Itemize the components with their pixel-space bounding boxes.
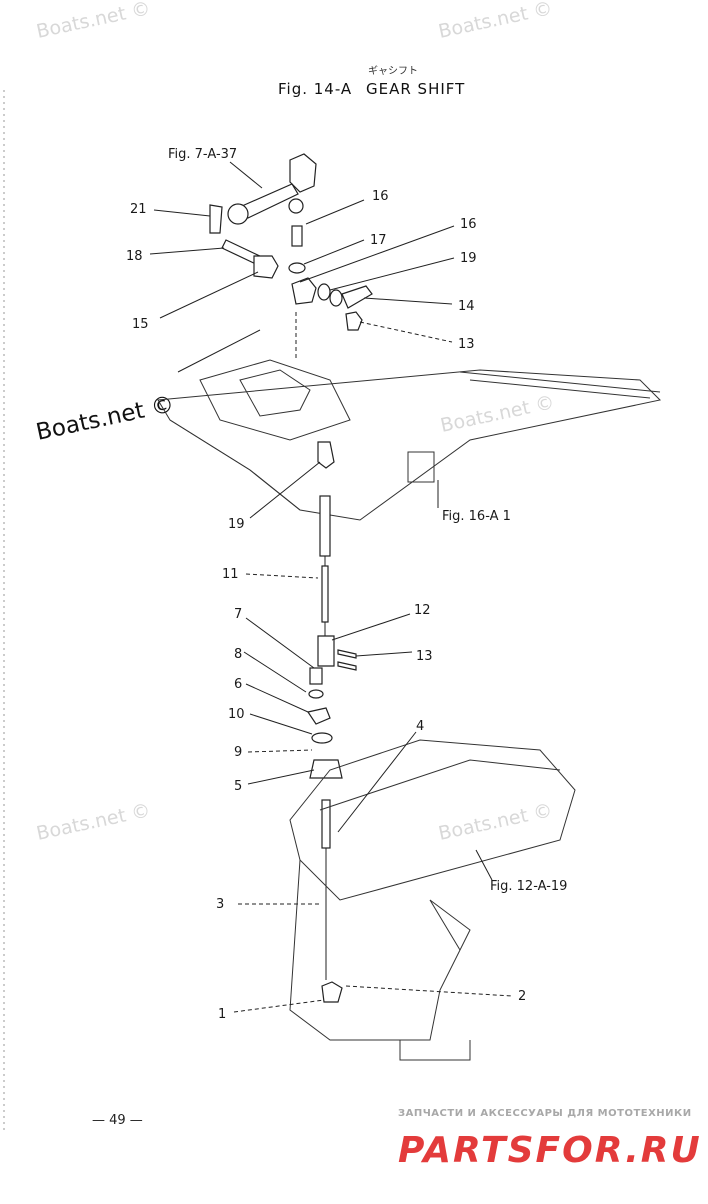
callout-17: 16 [372,189,389,204]
callout-16-right: 16 [460,217,477,232]
callout-15: 13 [458,337,475,352]
callout-1: 1 [218,1007,226,1022]
callout-20: 21 [130,202,147,217]
ref-fig-12a19: Fig. 12-A-19 [490,879,567,894]
watermark-lower-right: Boats.net © [436,799,554,845]
watermark-mid-right: Boats.net © [438,391,556,437]
callout-10: 10 [228,707,245,722]
callouts: 16 21 17 16 18 19 14 15 13 19 11 12 7 13… [126,189,526,1022]
callout-4: 4 [416,719,424,734]
callout-11: 11 [222,567,239,582]
callout-2: 2 [518,989,526,1004]
page-title: GEAR SHIFT [366,80,465,98]
shop-tagline: ЗАПЧАСТИ И АКСЕССУАРЫ ДЛЯ МОТОТЕХНИКИ [398,1108,692,1119]
callout-16-left: 15 [132,317,149,332]
callout-7: 7 [234,607,242,622]
shift-rod-assembly [307,495,357,1003]
callout-6: 6 [234,677,242,692]
upper-linkage-assembly [177,153,373,373]
callout-19-right: 19 [460,251,477,266]
shop-brand-logo: PARTSFOR.RU [398,1130,702,1171]
callout-18: 17 [370,233,387,248]
upper-housing [157,359,662,521]
watermark-lower-left: Boats.net © [34,799,152,845]
callout-13: 13 [416,649,433,664]
callout-19-left: 18 [126,249,143,264]
callout-5: 5 [234,779,242,794]
callout-3: 3 [216,897,224,912]
figure-references: Fig. 7-A-37 Fig. 16-A 1 Fig. 12-A-19 [168,147,567,894]
ref-fig-7a37: Fig. 7-A-37 [168,147,237,162]
callout-12: 12 [414,603,431,618]
figure-number: Fig. 14-A [278,80,352,98]
page-number: — 49 — [92,1113,143,1128]
callout-21: 19 [228,517,245,532]
title-furigana: ギャシフト [368,65,418,77]
ref-fig-16a1: Fig. 16-A 1 [442,509,511,524]
callout-8: 8 [234,647,242,662]
watermark-top-left: Boats.net © [34,0,152,43]
callout-9: 9 [234,745,242,760]
callout-14: 14 [458,299,475,314]
watermark-large: Boats.net © [34,391,177,446]
watermark-top-right: Boats.net © [436,0,554,43]
lower-gear-case [289,731,576,1061]
